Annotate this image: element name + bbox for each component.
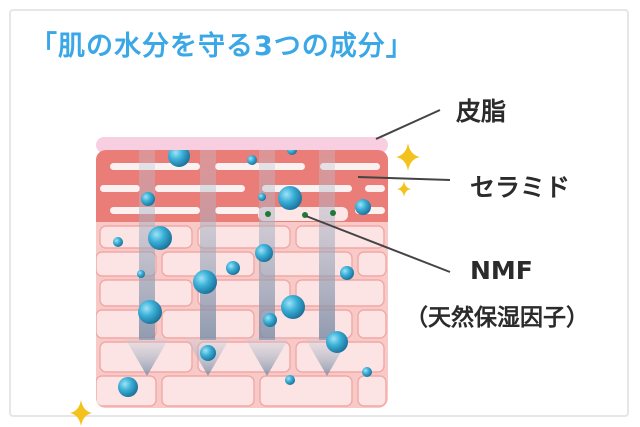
sparkle-icon [397,181,411,197]
pointer-lines [305,109,451,273]
water-drops [113,150,372,397]
ceramide-label: セラミド [470,173,571,202]
water-drop-icon [362,367,372,377]
water-drop-icon [118,377,138,397]
water-drop-icon [340,266,354,280]
nmf-subtitle: （天然保湿因子） [405,305,589,331]
water-drop-icon [247,155,257,165]
water-drop-icon [281,295,305,319]
nmf-pointer [305,215,451,273]
water-drop-icon [285,375,295,385]
water-drop-icon [263,313,277,327]
water-drop-icon [141,192,155,206]
water-drop-icon [113,237,123,247]
water-drop-icon [200,345,216,361]
ceramide-pointer [357,176,451,181]
sebum-label: 皮脂 [456,97,507,126]
water-drop-icon [287,150,297,155]
sparkle-icon [70,400,92,426]
water-drop-icon [168,150,190,167]
nmf-dots [265,210,336,218]
water-drop-icon [193,270,217,294]
water-drop-icon [226,261,240,275]
water-drop-icon [326,331,348,353]
nmf-label: NMF [470,256,533,285]
water-drop-icon [137,270,145,278]
water-drop-icon [255,244,273,262]
water-drop-icon [278,186,302,210]
sparkle-icon [396,143,420,171]
sebum-layer [96,137,388,153]
water-drop-icon [138,300,162,324]
sebum-pointer [375,109,441,140]
water-drop-icon [258,193,266,201]
diagram-title: 「肌の水分を守る3つの成分」 [30,31,414,62]
water-drop-icon [355,199,371,215]
water-drop-icon [148,226,172,250]
sparkles [70,143,420,426]
